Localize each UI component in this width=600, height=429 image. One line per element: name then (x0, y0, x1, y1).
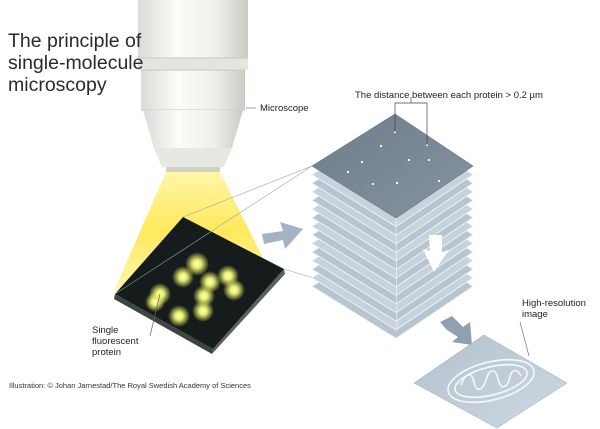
right-arrow-icon (262, 222, 303, 249)
down-arrow-icon (423, 235, 449, 272)
high-resolution-image (413, 321, 568, 429)
diagonal-arrow-icon (440, 316, 472, 345)
microscope-objective-icon (138, 0, 256, 172)
distance-callout (394, 97, 428, 145)
sparse-protein-dots (346, 130, 441, 186)
sample-plate (114, 217, 285, 354)
mitochondrion-outline (447, 358, 535, 404)
page-title: The principle of single-molecule microsc… (8, 30, 144, 96)
distance-label: The distance between each protein > 0.2 … (355, 90, 543, 101)
high-resolution-label: High-resolution image (522, 298, 586, 320)
single-protein-label: Single fluorescent protein (92, 325, 139, 358)
illustration-credit: Illustration: © Johan Jarnestad/The Roya… (9, 381, 251, 390)
top-layer-plate (311, 97, 474, 219)
protein-leader-line (149, 293, 161, 337)
stack-edge (395, 217, 398, 331)
fluorescent-protein-spots (145, 252, 245, 327)
microscope-label: Microscope (260, 103, 309, 114)
